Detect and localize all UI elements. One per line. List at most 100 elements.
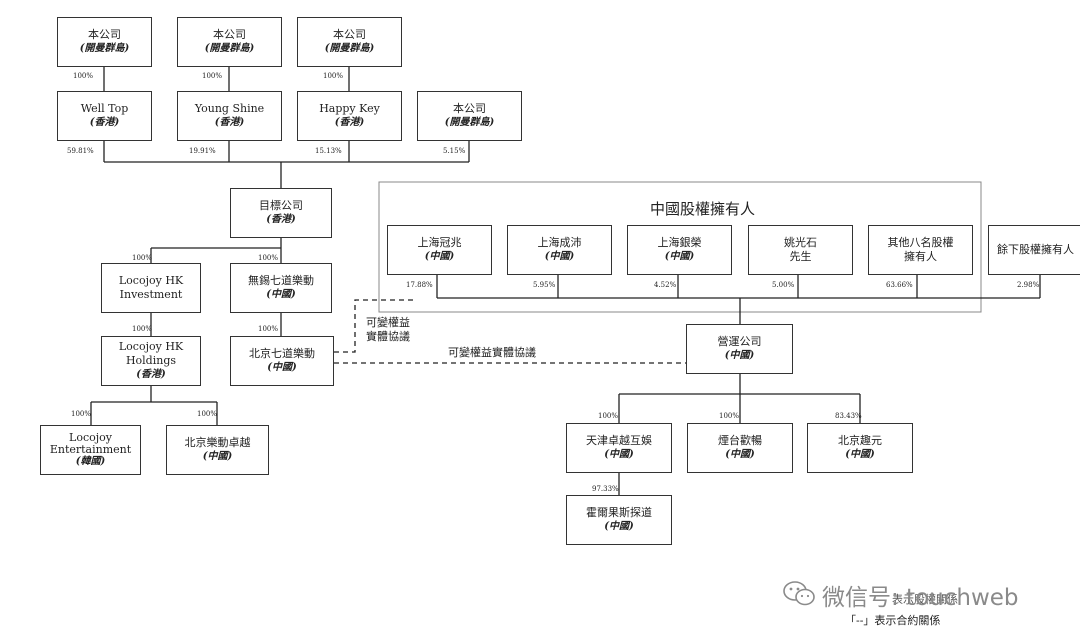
entity-region: (中國): [604, 449, 634, 460]
entity-name: 姚光石 先生: [784, 236, 817, 263]
entity-name: Young Shine: [194, 102, 265, 115]
entity-name: 本公司: [88, 28, 121, 41]
entity-beijing-quyuan: 北京趣元 (中國): [807, 423, 913, 473]
entity-opco: 營運公司 (中國): [686, 324, 793, 374]
entity-name: Well Top: [80, 102, 129, 115]
entity-yantai-huanchang: 煙台歡暢 (中國): [687, 423, 793, 473]
entity-name: Locojoy HK Holdings: [118, 340, 184, 367]
entity-well-top: Well Top (香港): [57, 91, 152, 141]
pct-guanzhao: 17.88%: [406, 281, 433, 289]
entity-target-company: 目標公司 (香港): [230, 188, 332, 238]
entity-remaining-holders: 餘下股權擁有人: [988, 225, 1080, 275]
entity-khorgos-tandao: 霍爾果斯探道 (中國): [566, 495, 672, 545]
entity-name: 本公司: [333, 28, 366, 41]
entity-region: (中國): [845, 449, 875, 460]
pct-opco-quyuan: 83.43%: [835, 412, 862, 420]
entity-name: 其他八名股權 擁有人: [887, 236, 954, 263]
entity-name: 上海成沛: [537, 236, 582, 249]
vie-label-upper: 可變權益 實體協議: [366, 316, 410, 343]
entity-name: 北京趣元: [838, 434, 882, 447]
entity-region: (中國): [604, 521, 634, 532]
pct-others8: 63.66%: [886, 281, 913, 289]
entity-region: (中國): [664, 251, 695, 262]
entity-shanghai-guanzhao: 上海冠兆 (中國): [387, 225, 492, 275]
entity-region: (香港): [136, 369, 166, 380]
entity-tianjin-zhuoyue: 天津卓越互娛 (中國): [566, 423, 672, 473]
entity-name: 上海銀榮: [657, 236, 702, 249]
pct-parent3: 100%: [323, 72, 344, 80]
entity-region: (香港): [214, 117, 245, 128]
entity-region: (香港): [266, 214, 296, 225]
entity-name: 北京七道樂動: [249, 347, 315, 360]
legend-contract: 「--」表示合約關係: [845, 614, 941, 627]
entity-yao-guangshi: 姚光石 先生: [748, 225, 853, 275]
entity-locojoy-entertainment: Locojoy Entertainment (韓國): [40, 425, 141, 475]
pct-hkhold-korea: 100%: [71, 410, 92, 418]
pct-parent2: 100%: [202, 72, 223, 80]
entity-beijing-qidao: 北京七道樂動 (中國): [230, 336, 334, 386]
entity-shanghai-chengpei: 上海成沛 (中國): [507, 225, 612, 275]
entity-region: (中國): [544, 251, 575, 262]
pct-yao: 5.00%: [772, 281, 795, 289]
entity-happy-key: Happy Key (香港): [297, 91, 402, 141]
entity-name: 本公司: [213, 28, 246, 41]
china-shareholders-group-border: [378, 181, 982, 313]
entity-locojoy-hk-holdings: Locojoy HK Holdings (香港): [101, 336, 201, 386]
pct-yinrong: 4.52%: [654, 281, 677, 289]
contract-line-upper: [334, 299, 415, 353]
entity-name: 餘下股權擁有人: [997, 243, 1074, 256]
pct-parent1: 100%: [73, 72, 94, 80]
pct-hkinv-hkhold: 100%: [132, 325, 153, 333]
entity-region: (中國): [725, 449, 755, 460]
pct-target-hkinv: 100%: [132, 254, 153, 262]
entity-region: (香港): [334, 117, 365, 128]
entity-region: (中國): [724, 350, 755, 361]
entity-region: (中國): [267, 362, 297, 373]
entity-region: (香港): [89, 117, 120, 128]
entity-region: (開曼群島): [444, 117, 495, 128]
entity-locojoy-hk-investment: Locojoy HK Investment: [101, 263, 201, 313]
entity-parent-2: 本公司 (開曼群島): [177, 17, 282, 67]
entity-name: 北京樂動卓越: [184, 436, 251, 449]
entity-name: 目標公司: [259, 199, 303, 212]
entity-parent-1: 本公司 (開曼群島): [57, 17, 152, 67]
pct-target-wuxi: 100%: [258, 254, 279, 262]
pct-tianjin-huoer: 97.33%: [592, 485, 619, 493]
entity-region: (中國): [202, 451, 233, 462]
entity-other-eight-holders: 其他八名股權 擁有人: [868, 225, 973, 275]
entity-wuxi-qidao: 無錫七道樂動 (中國): [230, 263, 332, 313]
entity-region: (開曼群島): [204, 43, 255, 54]
entity-name: 天津卓越互娛: [586, 434, 652, 447]
pct-parent4: 5.15%: [443, 147, 466, 155]
entity-name: Locojoy HK Investment: [118, 274, 184, 301]
pct-chengpei: 5.95%: [533, 281, 556, 289]
legend-equity: 表示股權關係: [892, 593, 958, 606]
entity-region: (中國): [424, 251, 455, 262]
pct-wuxi-beijing7: 100%: [258, 325, 279, 333]
entity-parent-3: 本公司 (開曼群島): [297, 17, 402, 67]
vie-label-lower: 可變權益實體協議: [448, 346, 536, 359]
pct-well-top: 59.81%: [67, 147, 94, 155]
pct-hkhold-zhuoyue: 100%: [197, 410, 218, 418]
china-shareholders-title: 中國股權擁有人: [650, 200, 756, 218]
entity-name: Happy Key: [319, 102, 380, 115]
wechat-icon: [782, 580, 816, 608]
pct-opco-yantai: 100%: [719, 412, 740, 420]
entity-name: 煙台歡暢: [718, 434, 762, 447]
pct-opco-tianjin: 100%: [598, 412, 619, 420]
entity-name: 上海冠兆: [417, 236, 462, 249]
pct-remaining: 2.98%: [1017, 281, 1040, 289]
entity-region: (開曼群島): [324, 43, 375, 54]
entity-beijing-zhuoyue: 北京樂動卓越 (中國): [166, 425, 269, 475]
pct-young-shine: 19.91%: [189, 147, 216, 155]
entity-name: 本公司: [453, 102, 486, 115]
entity-name: 無錫七道樂動: [248, 274, 314, 287]
entity-region: (中國): [266, 289, 296, 300]
entity-name: 營運公司: [717, 335, 762, 348]
pct-happy-key: 15.13%: [315, 147, 342, 155]
entity-young-shine: Young Shine (香港): [177, 91, 282, 141]
entity-region: (韓國): [75, 456, 106, 467]
entity-name: 霍爾果斯探道: [586, 506, 652, 519]
